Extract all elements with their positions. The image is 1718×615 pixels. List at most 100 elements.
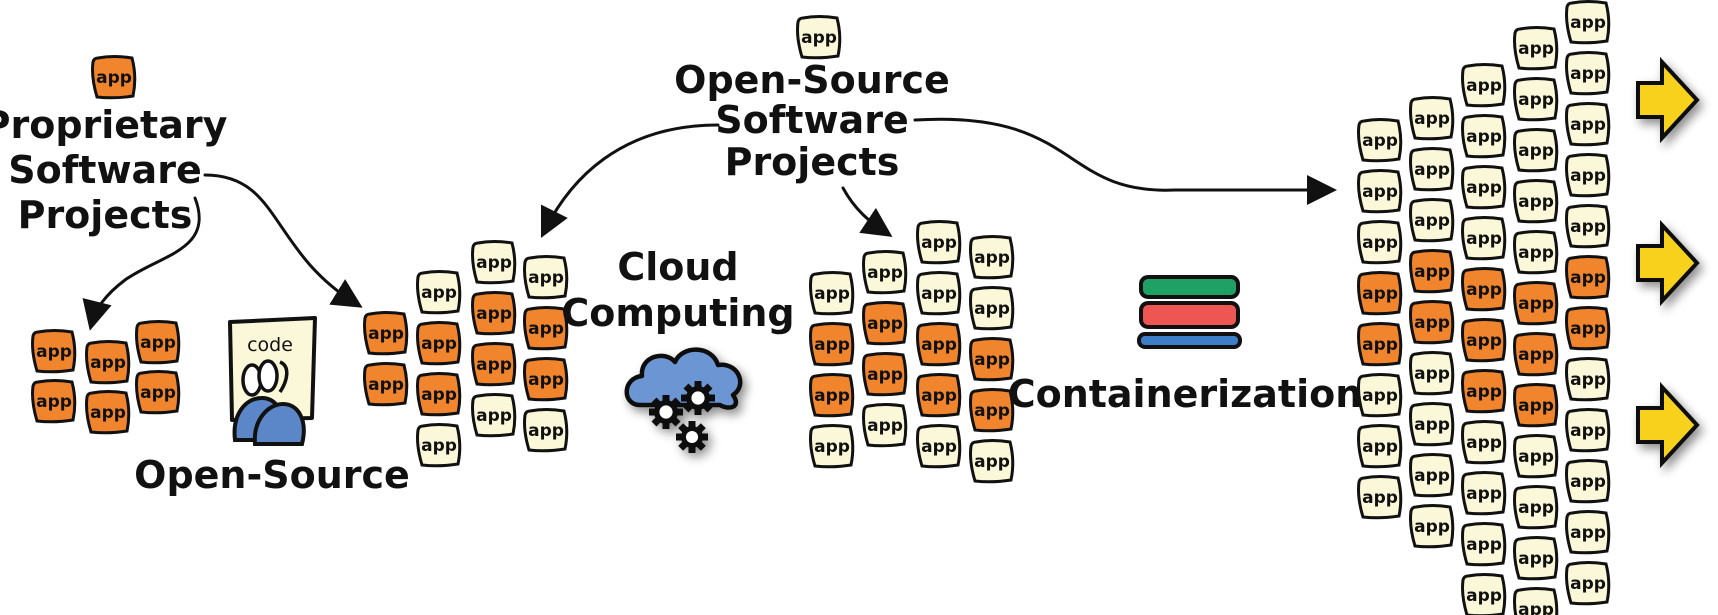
app-tile-orange: app (523, 357, 569, 402)
app-tile-label: app (368, 324, 404, 344)
app-tile-cream: app (1513, 77, 1559, 122)
app-tile-cream: app (1357, 118, 1403, 163)
app-tile-label: app (1570, 421, 1606, 441)
app-tile-cream: app (1513, 434, 1559, 479)
app-tile-label: app (921, 233, 957, 253)
app-tile-cream: app (416, 270, 462, 315)
app-tile-orange: app (135, 320, 181, 365)
app-tile-label: app (1518, 141, 1554, 161)
app-tile-cream: app (809, 271, 855, 316)
app-tile-cream: app (969, 235, 1015, 280)
app-tile-label: app (1570, 268, 1606, 288)
app-tile-cream: app (471, 240, 517, 285)
app-tile-label: app (974, 248, 1010, 268)
app-tile-label: app (421, 334, 457, 354)
app-tile-label: app (974, 401, 1010, 421)
app-tile-label: app (1362, 284, 1398, 304)
app-tile-label: app (814, 386, 850, 406)
app-tile-orange: app (1357, 271, 1403, 316)
app-tile-orange: app (862, 352, 908, 397)
containerization-label: Containerization (1008, 372, 1363, 416)
app-tile-label: app (867, 314, 903, 334)
app-tile-cream: app (1513, 128, 1559, 173)
app-tile-label: app (476, 355, 512, 375)
app-tile-label: app (1518, 243, 1554, 263)
gear-icon (676, 421, 708, 453)
app-tile-orange: app (969, 337, 1015, 382)
app-tile-label: app (1570, 166, 1606, 186)
app-tile-orange: app (1513, 383, 1559, 428)
arrow-proprietary-to-cluster (82, 196, 201, 331)
open-source-projects-label: Open-Source Software Projects (674, 58, 950, 184)
app-tile-cream: app (1565, 561, 1611, 606)
app-tile-label: app (1570, 319, 1606, 339)
arrow-os-projects-to-open-source-cluster (540, 123, 720, 239)
app-tile-cream: app (416, 423, 462, 468)
app-tile-label: app (36, 392, 72, 412)
app-tile-label: app (140, 383, 176, 403)
app-tile-label: app (1518, 192, 1554, 212)
app-tile-label: app (476, 253, 512, 273)
app-tile-cream: app (1409, 147, 1455, 192)
app-tile-label: app (1362, 386, 1398, 406)
app-tile-cream: app (1513, 179, 1559, 224)
app-tile-label: app (528, 268, 564, 288)
app-tile-label: app (1414, 211, 1450, 231)
cloud-app-cluster: appappappappappappappappappappappappappa… (809, 220, 1015, 484)
app-tile-orange: app (1357, 322, 1403, 367)
app-tile-label: app (90, 353, 126, 373)
app-tile-cream: app (1409, 453, 1455, 498)
app-tile-cream: app (862, 250, 908, 295)
app-tile-label: app (867, 365, 903, 385)
os-projects-label-line-1: Open-Source (674, 58, 950, 102)
app-tile-cream: app (1565, 102, 1611, 147)
app-tile-label: app (1570, 574, 1606, 594)
app-tile-cream: app (1357, 373, 1403, 418)
app-tile-label: app (1466, 76, 1502, 96)
app-tile-cream: app (1357, 475, 1403, 520)
app-tile-label: app (1414, 160, 1450, 180)
cloud-label-line-2: Computing (561, 291, 794, 335)
open-source-app-icon: app (796, 15, 842, 60)
app-tile-label: app (140, 333, 176, 353)
app-tile-label: app (1466, 178, 1502, 198)
app-tile-cream: app (1565, 204, 1611, 249)
app-tile-cream: app (523, 408, 569, 453)
app-tile-cream: app (1409, 351, 1455, 396)
app-tile-label: app (1466, 331, 1502, 351)
app-tile-orange: app (1513, 332, 1559, 377)
app-tile-orange: app (916, 322, 962, 367)
app-tile-label: app (1518, 498, 1554, 518)
app-tile-cream: app (1513, 587, 1559, 615)
proprietary-projects-label: Proprietary Software Projects (0, 103, 228, 237)
app-tile-cream: app (1357, 424, 1403, 469)
app-tile-label: app (1414, 313, 1450, 333)
app-tile-label: app (921, 386, 957, 406)
app-tile-orange: app (862, 301, 908, 346)
app-tile-label: app (528, 319, 564, 339)
app-tile-cream: app (1409, 402, 1455, 447)
app-tile-cream: app (1357, 220, 1403, 265)
app-tile-cream: app (1461, 63, 1507, 108)
app-tile-label: app (1362, 233, 1398, 253)
app-tile-label: app (867, 416, 903, 436)
app-tile-label: app (1414, 517, 1450, 537)
app-tile-orange: app (363, 311, 409, 356)
app-tile-cream: app (1513, 26, 1559, 71)
app-tile-cream: app (1565, 0, 1611, 45)
app-tile-orange: app (809, 373, 855, 418)
app-tile-label: app (1570, 13, 1606, 33)
app-tile-label: app (974, 452, 1010, 472)
app-tile-label: app (1414, 415, 1450, 435)
app-tile-label: app (1466, 484, 1502, 504)
app-tile-label: app (1518, 345, 1554, 365)
yellow-right-arrow-icon (1636, 381, 1700, 469)
app-tile-cream: app (969, 439, 1015, 484)
app-tile-orange: app (471, 291, 517, 336)
yellow-right-arrow-icon (1636, 56, 1700, 144)
app-tile-cream: app (1565, 51, 1611, 96)
arrow-os-projects-to-container-cluster (913, 117, 1337, 205)
app-tile-label: app (1414, 466, 1450, 486)
app-tile-cream: app (1461, 522, 1507, 567)
app-tile-cream: app (1461, 114, 1507, 159)
